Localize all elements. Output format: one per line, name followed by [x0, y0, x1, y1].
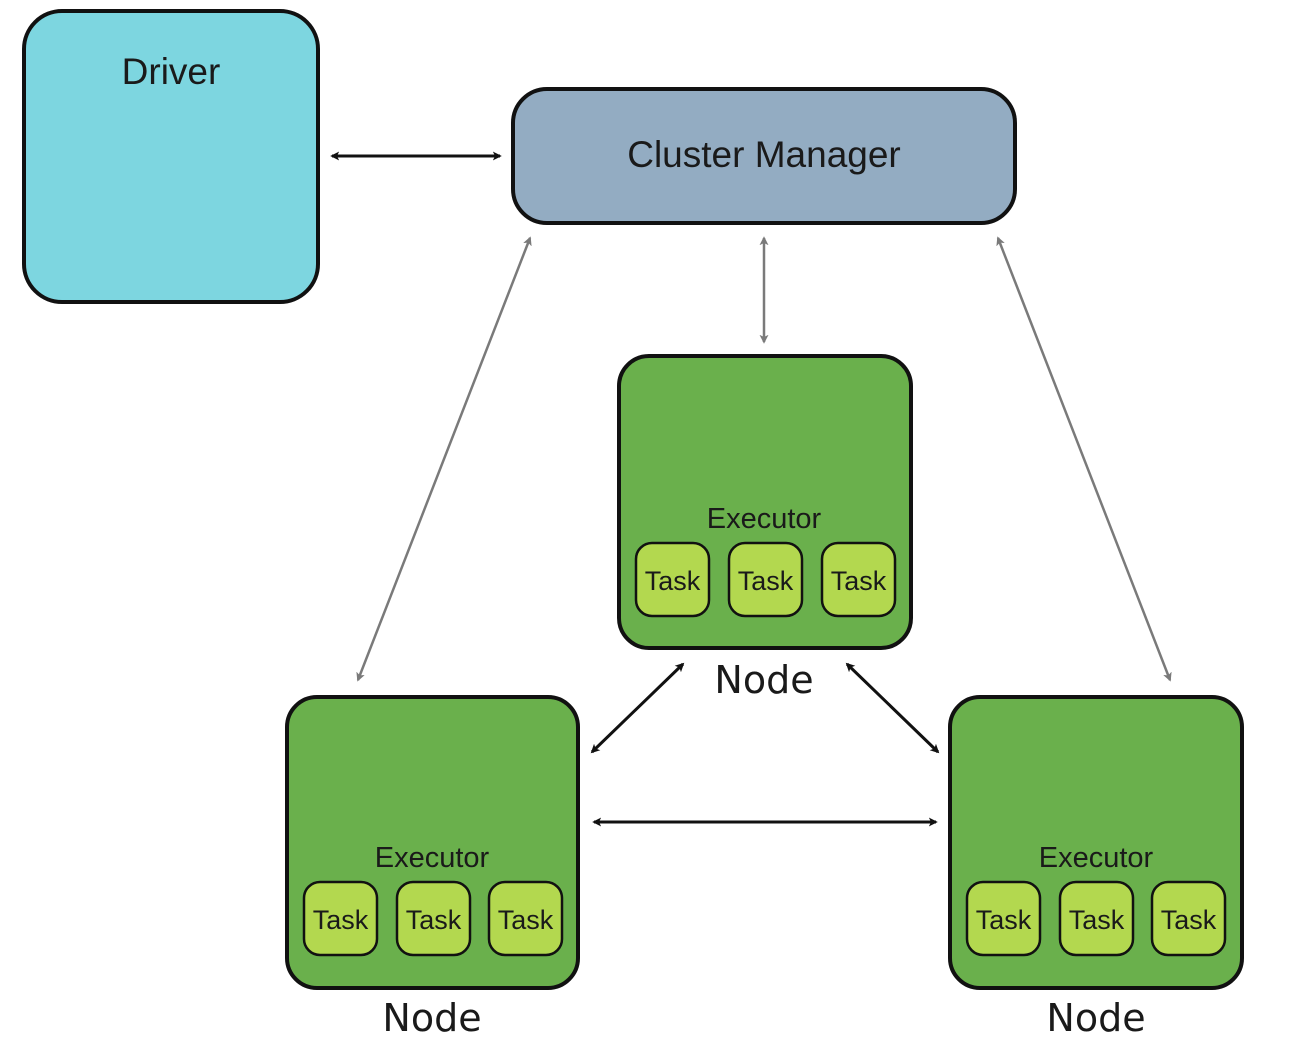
task-group: Task Task Task: [634, 541, 897, 618]
driver-label: Driver: [122, 51, 221, 92]
task-box: [965, 880, 1042, 957]
node-label: Node: [382, 996, 481, 1040]
node-bottom-right: Executor Task Task Task Node: [948, 695, 1244, 1040]
task-label: Task: [645, 566, 701, 596]
task-label: Task: [738, 566, 794, 596]
task-box: [634, 541, 711, 618]
task-label: Task: [1069, 905, 1125, 935]
cluster-manager-label: Cluster Manager: [627, 134, 901, 175]
executor-label: Executor: [1039, 842, 1154, 874]
task-box: [820, 541, 897, 618]
task-label: Task: [1161, 905, 1217, 935]
task-label: Task: [976, 905, 1032, 935]
task-group: Task Task Task: [965, 880, 1227, 957]
executor-label: Executor: [707, 503, 822, 535]
task-box: [1058, 880, 1135, 957]
connection-arrows: [330, 151, 1172, 827]
task-box: [1150, 880, 1227, 957]
node-top: Executor Task Task Task Node: [617, 354, 913, 702]
task-label: Task: [313, 905, 369, 935]
arrow-node-top-node-left: [590, 662, 685, 754]
node-label: Node: [714, 658, 813, 702]
arrow-node-top-node-right: [845, 662, 940, 754]
driver-box: Driver: [22, 9, 320, 304]
task-label: Task: [406, 905, 462, 935]
arrow-cluster-manager-node-left: [356, 236, 532, 682]
task-box: [487, 880, 564, 957]
cluster-manager-background: [511, 87, 1017, 225]
task-box: [395, 880, 472, 957]
driver-background: [22, 9, 320, 304]
task-box: [302, 880, 379, 957]
node-label: Node: [1046, 996, 1145, 1040]
executor-label: Executor: [375, 842, 490, 874]
task-group: Task Task Task: [302, 880, 564, 957]
task-label: Task: [498, 905, 554, 935]
task-box: [727, 541, 804, 618]
node-bottom-left: Executor Task Task Task Node: [285, 695, 580, 1040]
task-label: Task: [831, 566, 887, 596]
arrow-cluster-manager-node-right: [996, 236, 1172, 682]
cluster-manager-box: Cluster Manager: [511, 87, 1017, 225]
